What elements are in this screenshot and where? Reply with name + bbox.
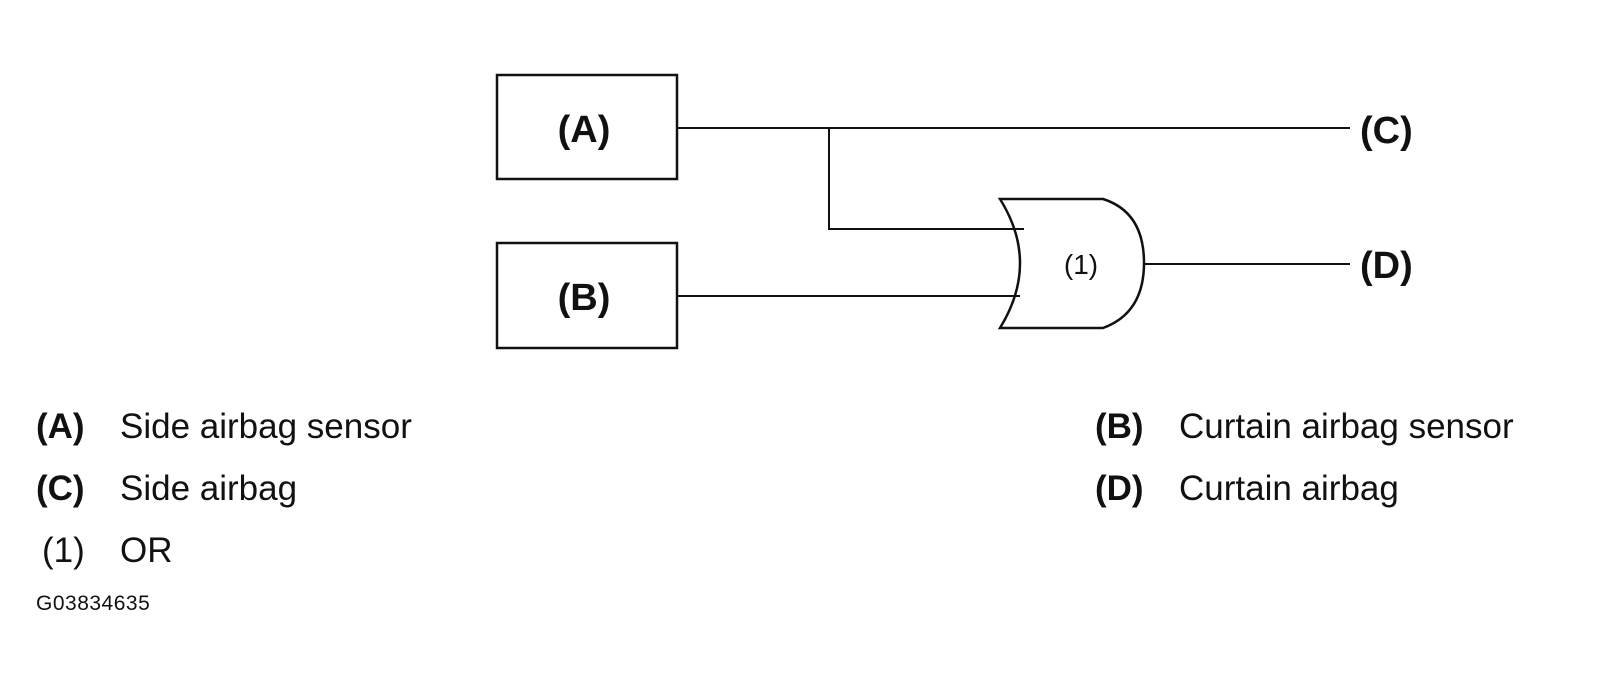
legend-key: (A) bbox=[36, 407, 85, 446]
box-b-label: (B) bbox=[558, 277, 611, 319]
legend-text: Curtain airbag sensor bbox=[1179, 407, 1514, 446]
legend-text: OR bbox=[120, 531, 173, 570]
legend-key: (D) bbox=[1095, 469, 1144, 508]
legend-text: Side airbag sensor bbox=[120, 407, 412, 446]
figure-code: G03834635 bbox=[36, 592, 151, 615]
wire-a-to-gate bbox=[828, 128, 1024, 230]
gate-label: (1) bbox=[1064, 249, 1098, 280]
legend-key: (B) bbox=[1095, 407, 1144, 446]
output-c-label: (C) bbox=[1360, 110, 1413, 152]
legend-text: Side airbag bbox=[120, 469, 298, 508]
legend-key: (C) bbox=[36, 469, 85, 508]
legend-key: (1) bbox=[42, 531, 85, 570]
legend-text: Curtain airbag bbox=[1179, 469, 1399, 508]
output-d-label: (D) bbox=[1360, 245, 1413, 287]
or-gate bbox=[997, 197, 1146, 330]
box-a-label: (A) bbox=[558, 109, 611, 151]
